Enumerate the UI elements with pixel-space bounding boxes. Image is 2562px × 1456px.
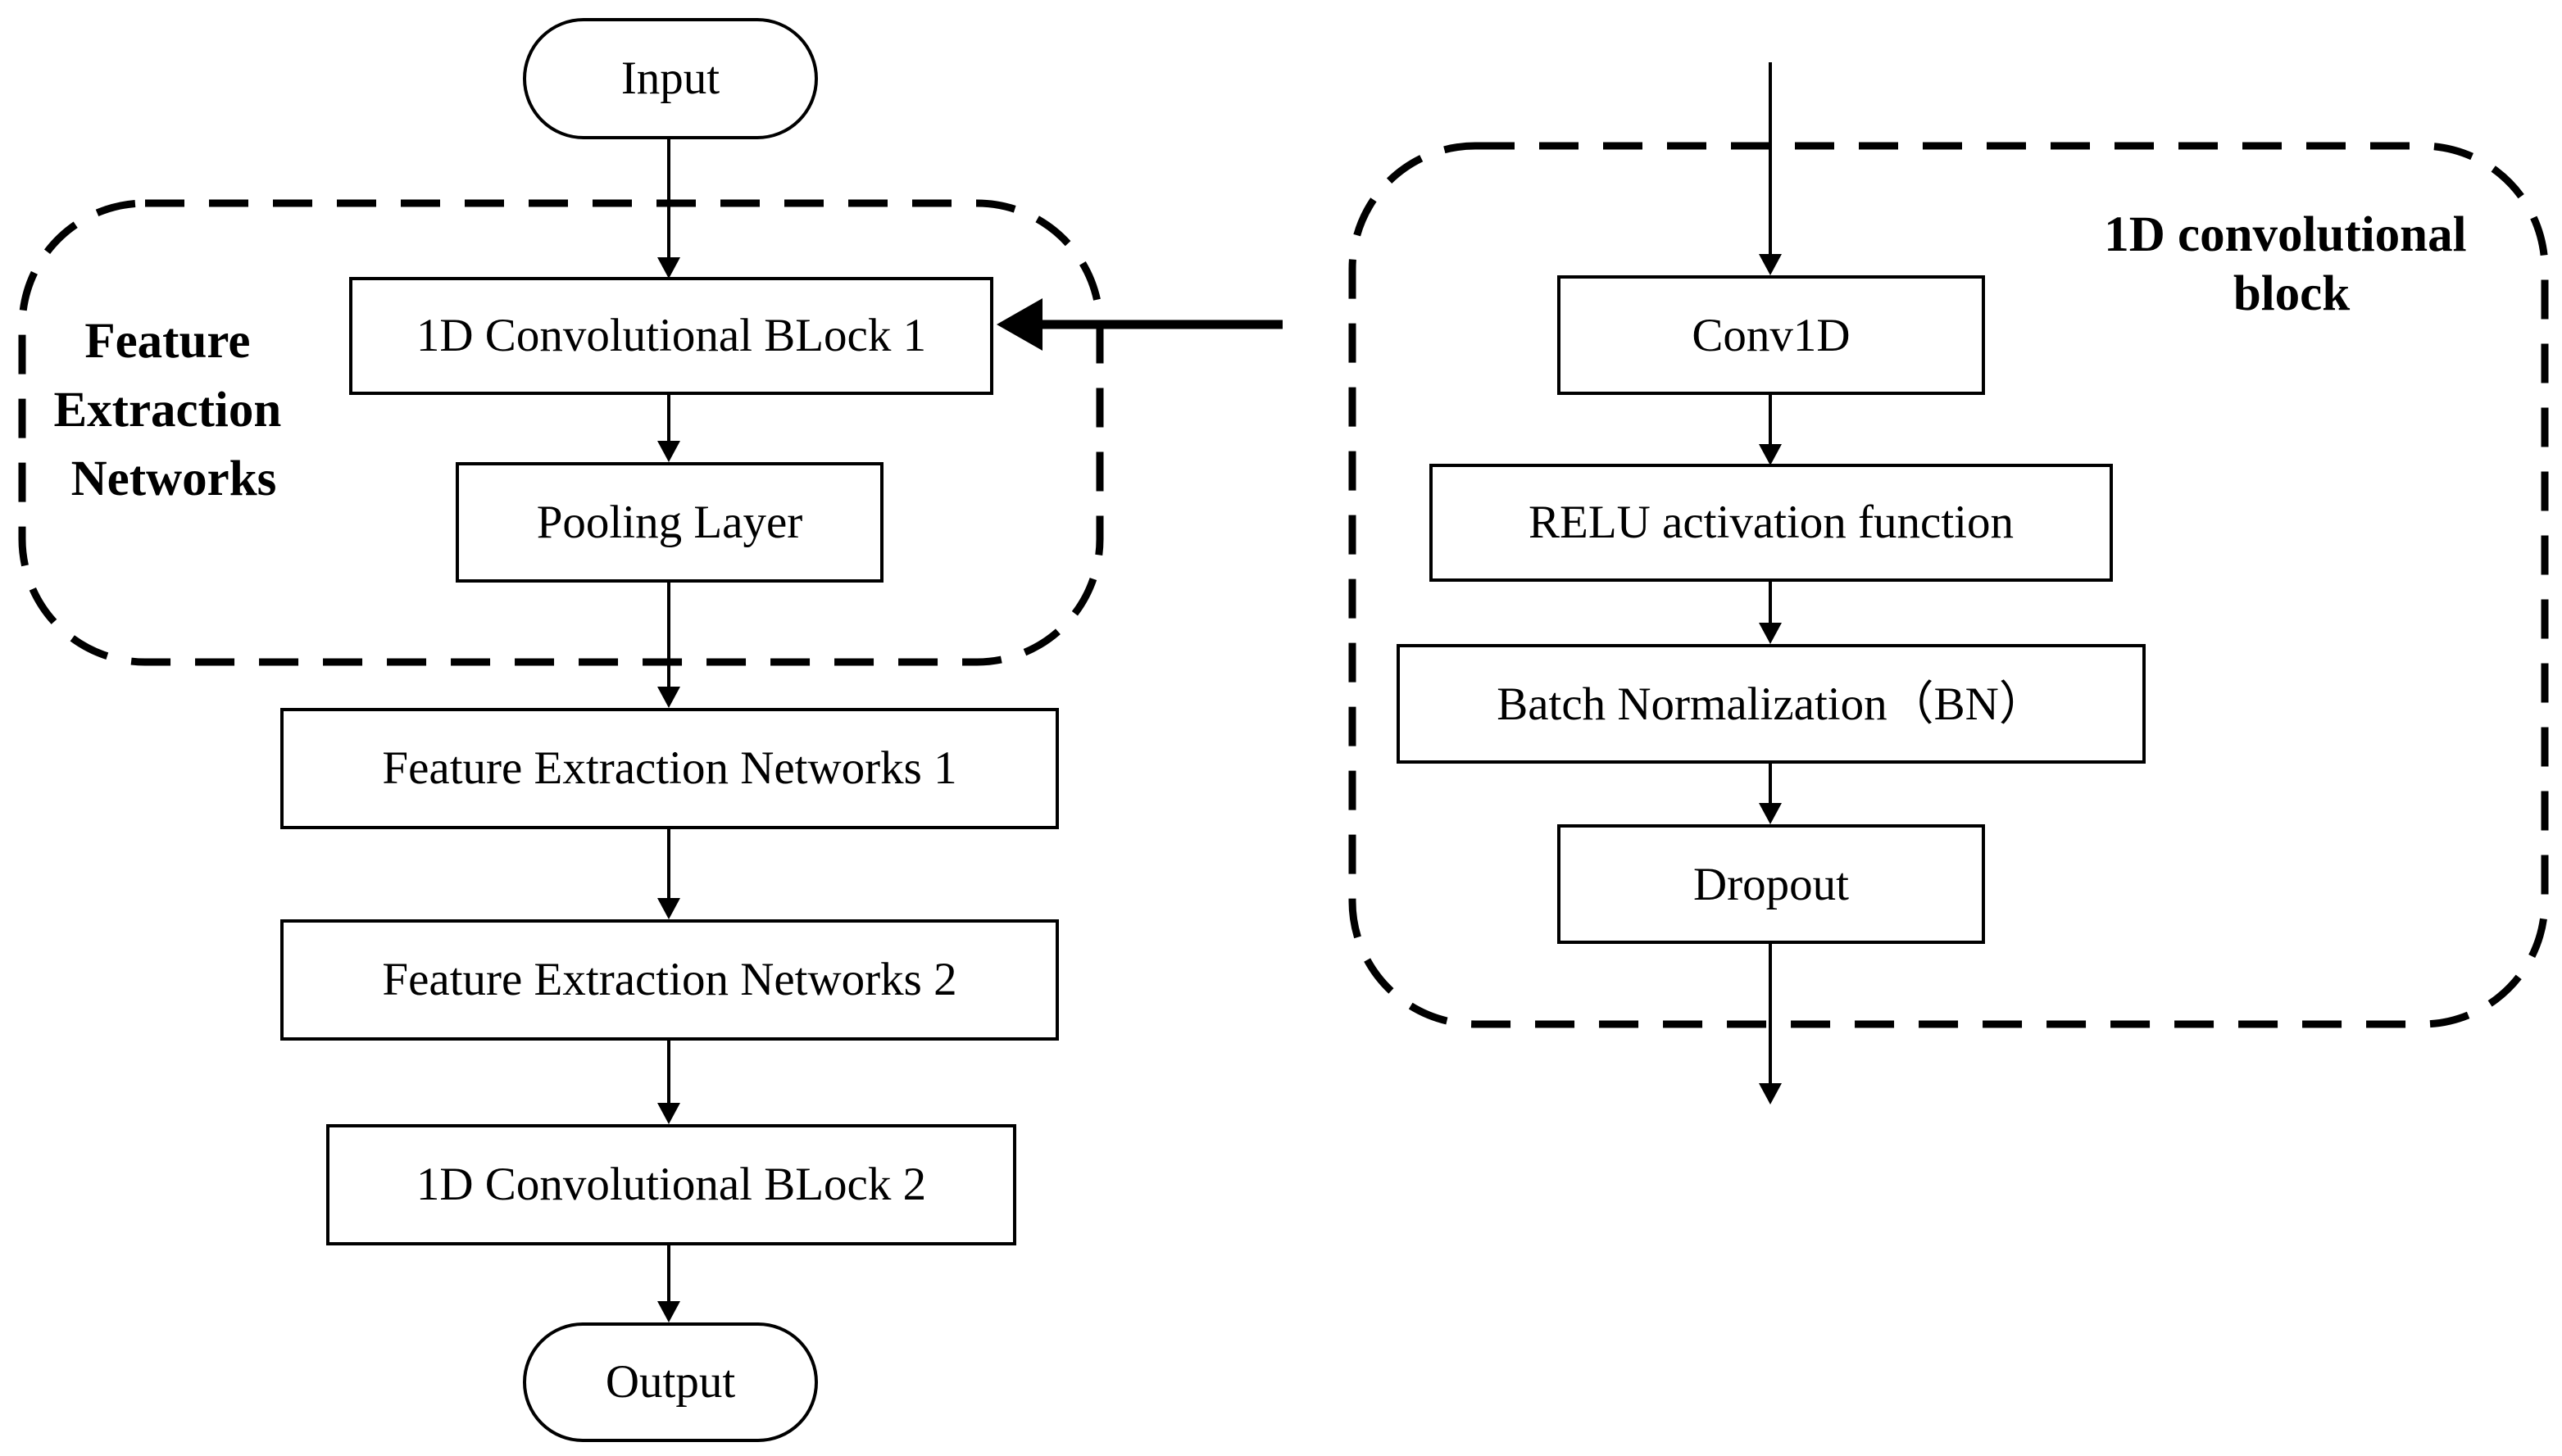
- group-label-line-3: Networks: [71, 451, 277, 506]
- output-terminal: [523, 1322, 818, 1442]
- dropout-box: [1557, 824, 1985, 944]
- conv-block-1-box: [349, 277, 993, 395]
- conv-block-group-label: 1D convolutional block: [2104, 207, 2479, 321]
- output-label: Output: [606, 1356, 736, 1408]
- dropout-label: Dropout: [1693, 859, 1849, 910]
- conv-block-group: [1348, 142, 2549, 1028]
- feature-extraction-group: [18, 199, 1104, 666]
- conv1d-label: Conv1D: [1692, 310, 1850, 361]
- block-reference-arrow: [997, 298, 1283, 351]
- relu-label: RELU activation function: [1529, 497, 2014, 548]
- batch-norm-box: [1397, 644, 2146, 764]
- group-label-line-2: Extraction: [53, 383, 281, 438]
- fen-1-box: [280, 708, 1059, 829]
- conv-block-2-box: [326, 1124, 1016, 1245]
- relu-box: [1429, 464, 2113, 582]
- pooling-layer-box: [456, 462, 884, 583]
- left-connectors: [657, 138, 680, 1322]
- fen-2-label: Feature Extraction Networks 2: [382, 954, 956, 1005]
- pooling-layer-label: Pooling Layer: [537, 497, 803, 548]
- conv-group-label-line-2: block: [2233, 266, 2350, 321]
- batch-norm-label: Batch Normalization（BN）: [1497, 678, 2046, 730]
- fen-1-label: Feature Extraction Networks 1: [382, 742, 956, 794]
- conv-block-2-label: 1D Convolutional BLock 2: [416, 1159, 926, 1210]
- input-terminal: [523, 18, 818, 139]
- group-label-line-1: Feature: [84, 314, 250, 369]
- fen-2-box: [280, 919, 1059, 1041]
- conv1d-box: [1557, 275, 1985, 395]
- right-connectors: [1759, 62, 1782, 1104]
- conv-group-label-line-1: 1D convolutional: [2104, 207, 2466, 262]
- conv-block-1-label: 1D Convolutional BLock 1: [416, 310, 926, 361]
- feature-extraction-group-label: Feature Extraction Networks: [53, 314, 293, 506]
- input-label: Input: [621, 52, 720, 104]
